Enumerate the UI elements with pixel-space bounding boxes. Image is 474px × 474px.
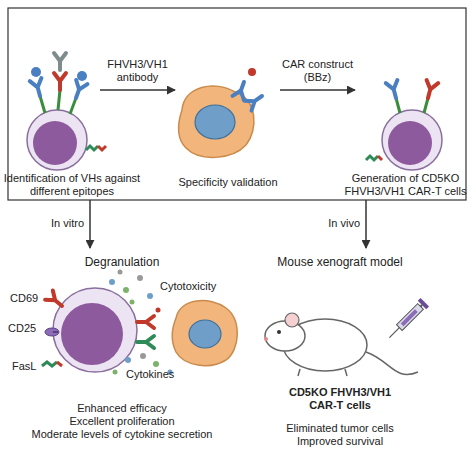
caption-text: Improved survival — [240, 435, 440, 448]
edge-label: FHVH3/VH1 antibody — [93, 58, 183, 84]
stage-panel: Generation of CD5KO FHVH3/VH1 CAR-T cell… — [355, 28, 455, 200]
car-t-cell-illustration — [366, 80, 442, 170]
callout-label: Cytokines — [126, 368, 174, 381]
caption-text: Excellent proliferation — [4, 415, 240, 428]
flow-arrow — [100, 89, 175, 91]
stage-panel: Specificity validation — [175, 28, 280, 200]
degranulation-illustration — [42, 270, 237, 375]
stage-panel: Mouse xenograft modelCD5KO FHVH3/VH1 CAR… — [240, 248, 440, 448]
caption-text: Specificity validation — [163, 176, 293, 189]
caption-text: Generation of CD5KO FHVH3/VH1 CAR-T cell… — [343, 172, 468, 198]
caption-text: Enhanced efficacy — [4, 402, 240, 415]
callout-label: Cytotoxicity — [160, 280, 216, 293]
flow-arrow — [280, 89, 355, 91]
stage-panel: DegranulationEnhanced efficacyExcellent … — [4, 248, 240, 448]
callout-label: FasL — [12, 360, 36, 373]
callout-label: CD69 — [10, 292, 38, 305]
tumor-cell-illustration — [179, 68, 266, 157]
t-cell-illustration — [27, 53, 106, 170]
caption-text: Identification of VHs against different … — [2, 172, 142, 198]
caption-text: CD5KO FHVH3/VH1 CAR-T cells — [275, 386, 405, 412]
caption-text: Degranulation — [4, 256, 240, 269]
syringe-illustration — [385, 298, 429, 342]
flow-arrow — [89, 200, 91, 248]
caption-text: Eliminated tumor cells — [240, 422, 440, 435]
workflow-frame — [8, 8, 466, 200]
mouse-illustration — [264, 313, 418, 376]
callout-label: CD25 — [8, 322, 36, 335]
edge-label: In vitro — [12, 217, 84, 230]
flow-arrow — [365, 200, 367, 248]
caption-text: Moderate levels of cytokine secretion — [4, 428, 240, 441]
stage-panel: Identification of VHs against different … — [14, 28, 100, 200]
caption-text: Mouse xenograft model — [240, 256, 440, 269]
edge-label: CAR construct (BBz) — [273, 58, 363, 84]
edge-label: In vivo — [288, 217, 360, 230]
